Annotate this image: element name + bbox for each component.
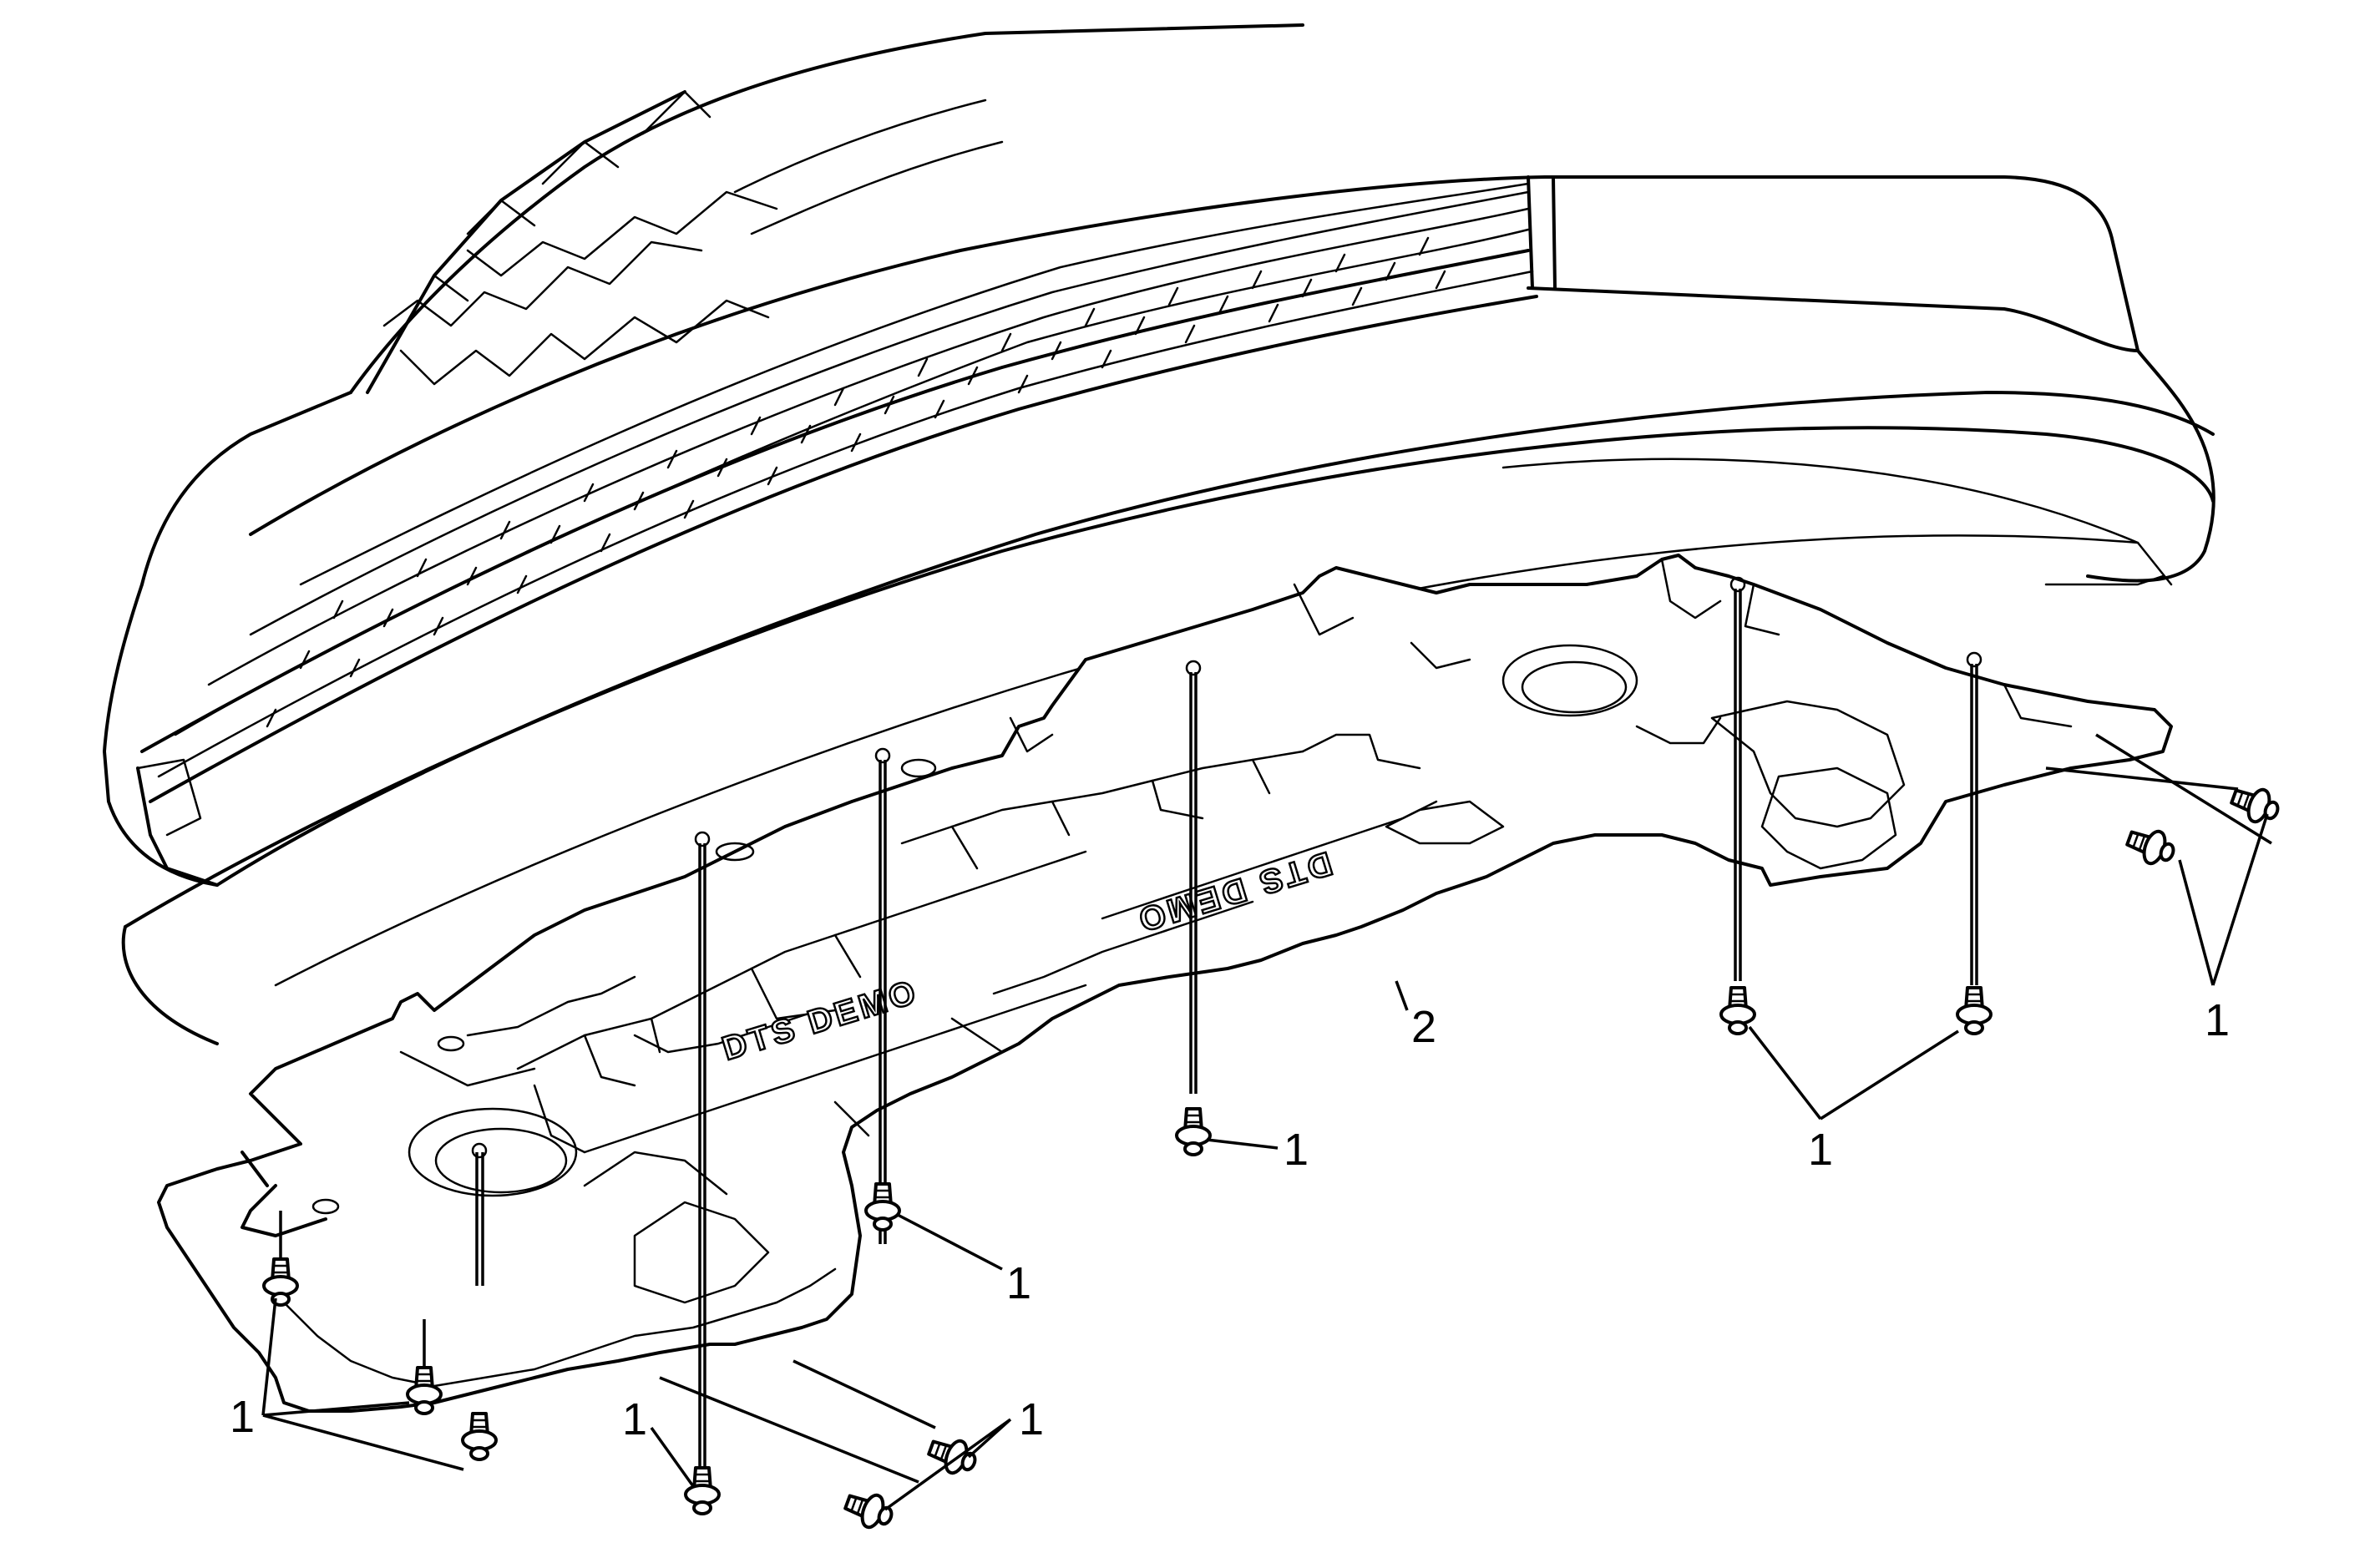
push-pin-fastener [262,1257,299,1307]
push-pin-fastener [864,1182,901,1232]
callout-label-fastener: 1 [1808,1125,1833,1175]
callout-label-fastener: 1 [2205,995,2230,1045]
fastener-guide-lines [279,576,2272,1484]
callout-label-fastener: 1 [1019,1394,1044,1444]
splash-shield: DTS DEMO DTS DEMO [157,554,2173,1413]
push-pin-fastener [2230,787,2280,824]
push-pin-fastener [684,1466,721,1515]
push-pin-fastener [2125,829,2175,866]
callout-label-fastener: 1 [1006,1258,1031,1308]
push-pin-fastener [927,1439,977,1475]
push-pin-fastener [843,1493,894,1530]
push-pin-fastener [406,1366,443,1415]
callout-labels: 1 1 1 1 1 1 1 2 [230,995,2230,1444]
fastener-push-pins [262,787,2280,1530]
callout-label-fastener: 1 [622,1394,647,1444]
push-pin-fastener [1719,986,1756,1035]
callout-label-shield: 2 [1411,1002,1436,1052]
push-pin-fastener [461,1412,498,1461]
push-pin-fastener [1956,986,1993,1035]
callout-label-fastener: 1 [230,1392,255,1442]
push-pin-fastener [1175,1107,1212,1156]
callout-leaders [261,813,2269,1511]
callout-label-fastener: 1 [1284,1125,1309,1175]
